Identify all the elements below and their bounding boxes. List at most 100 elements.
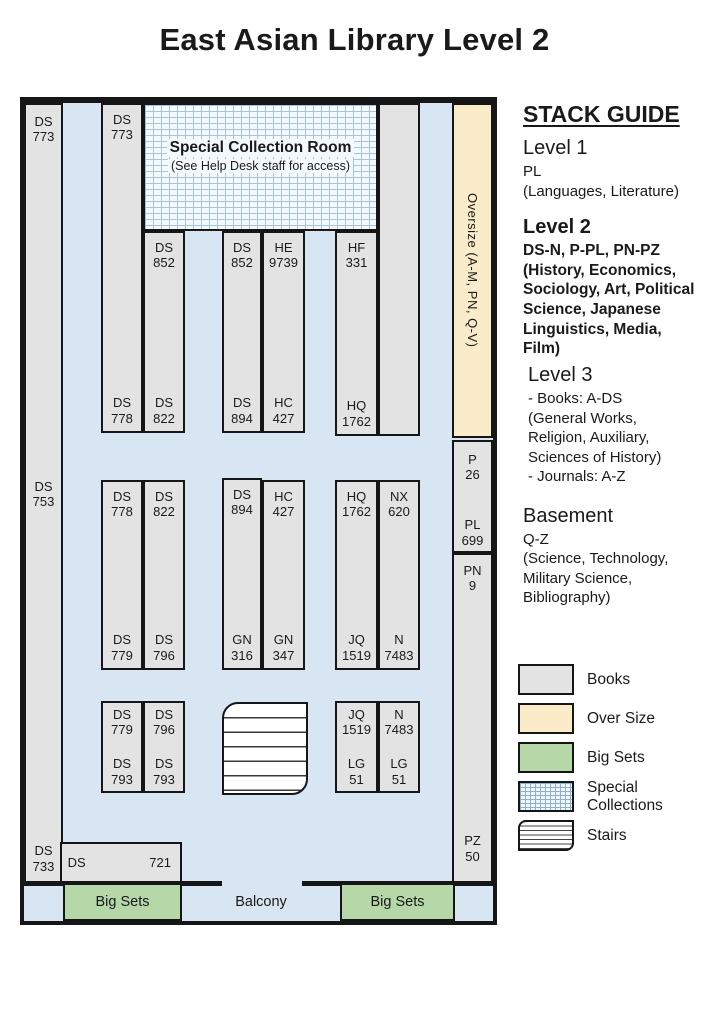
stack-label: N 7483 <box>384 707 414 738</box>
legend-label: Over Size <box>587 709 656 727</box>
stack-label: DS 852 <box>231 240 253 271</box>
big-sets-left: Big Sets <box>63 883 182 921</box>
stack-label: LG 51 <box>390 756 408 787</box>
special-collection-room-title: Special Collection Room <box>166 139 355 157</box>
legend-row-books: Books <box>518 664 709 695</box>
stack-label: HC 427 <box>272 489 295 520</box>
stack-mid-c1: HQ 1762 JQ 1519 <box>335 480 378 670</box>
legend-row-oversize: Over Size <box>518 703 709 734</box>
big-sets-label: Big Sets <box>370 894 425 910</box>
level3-heading: Level 3 <box>528 364 593 387</box>
legend-label: Big Sets <box>587 748 645 766</box>
stack-top-b2: HE 9739 HC 427 <box>262 231 305 433</box>
oversize-label: Oversize (A-M, PN, Q-V) <box>465 193 480 348</box>
stack-label: PZ 50 <box>464 833 481 864</box>
special-collection-room: Special Collection Room (See Help Desk s… <box>143 103 378 231</box>
stack-label: NX 620 <box>388 489 410 520</box>
stack-label: HQ 1762 <box>342 398 371 429</box>
stack-top-a2: DS 852 DS 822 <box>143 231 185 433</box>
big-sets-swatch <box>518 742 574 773</box>
stack-right-p: P 26 PL 699 <box>452 440 493 553</box>
stack-mid-c2: NX 620 N 7483 <box>378 480 420 670</box>
floor-plan: DS 773 DS 753 DS 733 Special Collection … <box>20 97 497 925</box>
stack-low-a2: DS 796 DS 793 <box>143 701 185 793</box>
special-collection-room-subtitle: (See Help Desk staff for access) <box>167 159 353 173</box>
stack-label: PN 9 <box>463 563 482 594</box>
legend: Books Over Size Big Sets Special Collect… <box>518 664 709 861</box>
legend-label: Books <box>587 670 631 688</box>
stack-label: DS 773 <box>111 112 133 143</box>
stack-label: DS 852 <box>153 240 175 271</box>
balcony-label: Balcony <box>235 894 287 910</box>
stack-label: GN 347 <box>272 632 295 663</box>
stack-right-pn: PN 9 PZ 50 <box>452 553 493 883</box>
legend-row-stairs: Stairs <box>518 820 709 851</box>
stack-label: HC 427 <box>272 395 295 426</box>
basement-heading: Basement <box>523 504 614 527</box>
oversize-swatch <box>518 703 574 734</box>
level2-body: DS-N, P-PL, PN-PZ (History, Economics, S… <box>523 242 695 358</box>
big-sets-right: Big Sets <box>340 883 455 921</box>
stack-guide-level1: Level 1 PL (Languages, Literature) <box>523 137 709 201</box>
legend-label: Special Collections <box>587 778 663 814</box>
stack-label: DS 779 <box>111 632 133 663</box>
stack-label: DS 793 <box>153 756 175 787</box>
level1-heading: Level 1 <box>523 137 588 159</box>
stack-label: HE 9739 <box>269 240 298 271</box>
stack-label: N 7483 <box>384 632 414 663</box>
stack-label: DS 796 <box>153 632 175 663</box>
stack-label: DS 793 <box>111 756 133 787</box>
legend-row-special: Special Collections <box>518 779 709 814</box>
stack-mid-b2: HC 427 GN 347 <box>262 480 305 670</box>
stack-label: DS 778 <box>111 489 133 520</box>
stack-mid-b1: DS 894 GN 316 <box>222 478 262 670</box>
basement-body: Q-Z (Science, Technology, Military Scien… <box>523 530 669 607</box>
stack-label: GN 316 <box>231 632 253 663</box>
stack-low-a1: DS 779 DS 793 <box>101 701 143 793</box>
stack-label: HQ 1762 <box>342 489 371 520</box>
stairs <box>222 702 308 795</box>
page-title: East Asian Library Level 2 <box>159 22 550 57</box>
stack-bottom-shelf: DS 721 <box>60 842 182 883</box>
special-collections-swatch <box>518 781 574 812</box>
stairs-swatch <box>518 820 574 851</box>
stack-label: DS 778 <box>111 395 133 426</box>
stack-top-a1: DS 773 DS 778 <box>101 103 143 433</box>
stack-top-c2-unlabeled <box>378 103 420 436</box>
stack-label: DS 822 <box>153 395 175 426</box>
legend-label: Stairs <box>587 826 627 844</box>
stack-label: DS 894 <box>231 487 253 518</box>
stack-label: P 26 <box>465 452 480 483</box>
stack-label: PL 699 <box>461 517 484 548</box>
stack-guide-level3: Level 3 - Books: A-DS (General Works, Re… <box>523 364 709 487</box>
stack-label: DS 779 <box>111 707 133 738</box>
stack-label-ds721: DS 721 <box>67 854 171 870</box>
stack-label: DS 894 <box>231 395 253 426</box>
stack-guide-level2: Level 2 DS-N, P-PL, PN-PZ (History, Econ… <box>523 216 709 359</box>
stack-guide-basement: Basement Q-Z (Science, Technology, Milit… <box>523 505 709 608</box>
stack-label: JQ 1519 <box>342 707 371 738</box>
big-sets-label: Big Sets <box>95 894 150 910</box>
stack-top-c1: HF 331 HQ 1762 <box>335 231 378 436</box>
stack-label: JQ 1519 <box>342 632 371 663</box>
stack-guide-heading: STACK GUIDE <box>523 101 680 127</box>
stack-top-b1: DS 852 DS 894 <box>222 231 262 433</box>
stack-low-c1: JQ 1519 LG 51 <box>335 701 378 793</box>
stack-label-ds733: DS 733 <box>32 843 55 874</box>
stack-label: HF 331 <box>345 240 368 271</box>
level1-body: PL (Languages, Literature) <box>523 163 679 200</box>
level3-body: - Books: A-DS (General Works, Religion, … <box>528 390 662 486</box>
oversize-strip: Oversize (A-M, PN, Q-V) <box>452 103 493 438</box>
books-swatch <box>518 664 574 695</box>
level2-heading: Level 2 <box>523 216 591 238</box>
stack-mid-a1: DS 778 DS 779 <box>101 480 143 670</box>
stack-label-ds773-left: DS 773 <box>32 114 55 145</box>
stack-label: DS 822 <box>153 489 175 520</box>
stack-label-ds753: DS 753 <box>32 478 55 509</box>
stack-left-wall: DS 773 DS 753 DS 733 <box>24 103 63 883</box>
stack-label: DS 796 <box>153 707 175 738</box>
stack-label: LG 51 <box>347 756 366 787</box>
stack-mid-a2: DS 822 DS 796 <box>143 480 185 670</box>
stack-guide: STACK GUIDE Level 1 PL (Languages, Liter… <box>523 101 709 608</box>
balcony: Balcony <box>182 883 340 921</box>
